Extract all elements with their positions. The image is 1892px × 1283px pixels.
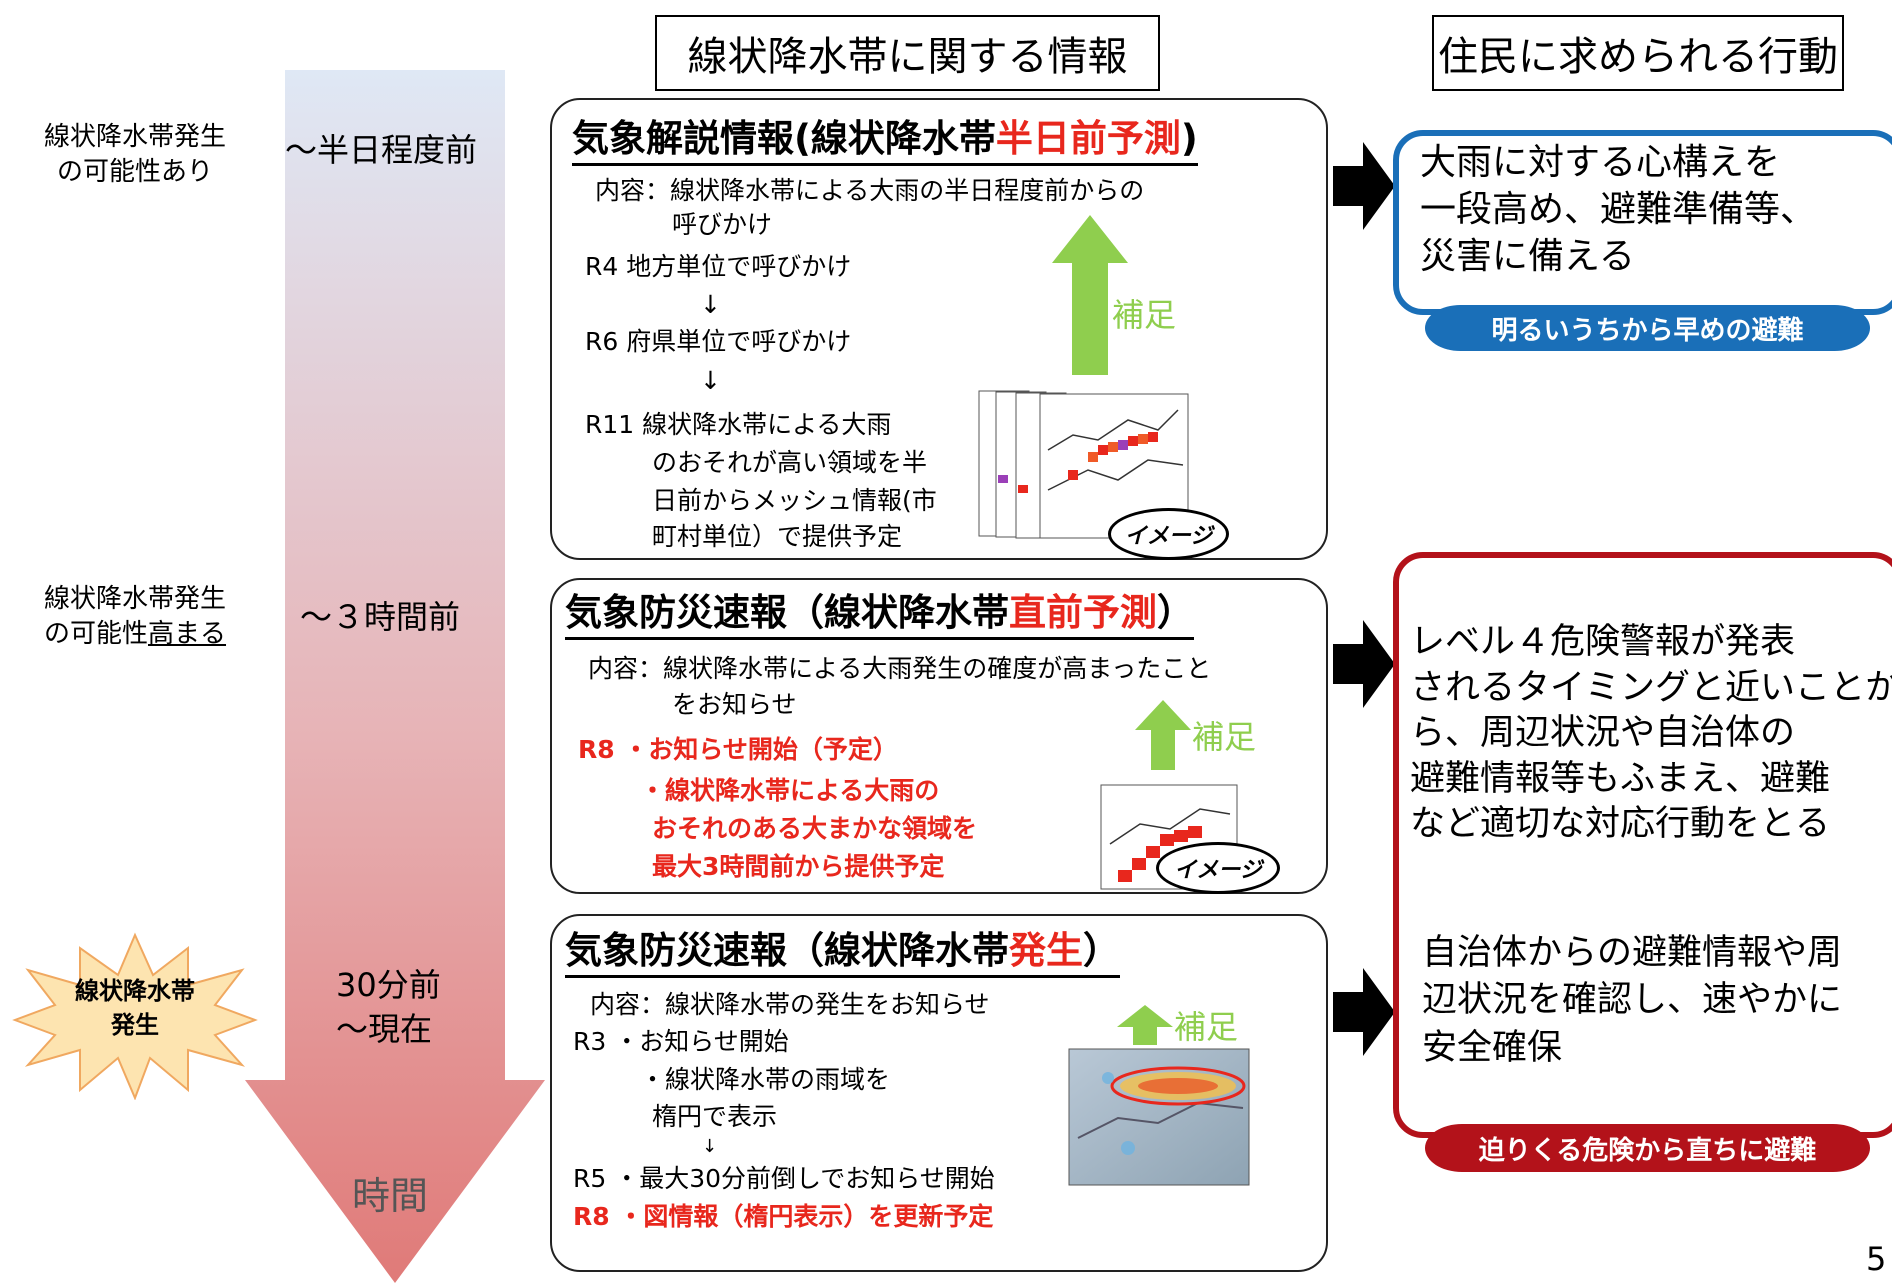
action1-text: 大雨に対する心構えを 一段高め、避難準備等、 災害に備える xyxy=(1420,142,1817,277)
page-number: 5 xyxy=(1866,1240,1887,1278)
right-arrow-icon xyxy=(1333,968,1395,1056)
panel1-r4: R4 地方単位で呼びかけ xyxy=(585,252,852,281)
header-info: 線状降水帯に関する情報 xyxy=(655,15,1160,91)
stage2-label: 線状降水帯発生 の可能性高まる xyxy=(43,584,227,650)
panel2-content: 内容：線状降水帯による大雨発生の確度が高まったこと xyxy=(588,654,1212,683)
time-half-day: ～半日程度前 xyxy=(285,131,478,169)
panel-half-day-forecast xyxy=(550,98,1328,560)
panel1-content-2: 呼びかけ xyxy=(672,210,773,239)
up-arrow-icon xyxy=(1135,700,1191,770)
time-30-min: 30分前 xyxy=(336,966,441,1004)
panel2-title: 気象防災速報（線状降水帯直前予測） xyxy=(565,591,1194,640)
panel1-r6: R6 府県単位で呼びかけ xyxy=(585,327,852,356)
radar-map-image xyxy=(1068,1048,1250,1186)
time-now: ～現在 xyxy=(336,1010,433,1048)
panel1-image-label: イメージ xyxy=(1108,508,1229,560)
action1-banner: 明るいうちから早めの避難 xyxy=(1425,305,1870,351)
panel2-image-label: イメージ xyxy=(1156,842,1280,894)
panel2-r8-2: ・線状降水帯による大雨の xyxy=(640,776,940,805)
panel3-r3: R3 ・お知らせ開始 xyxy=(573,1027,789,1056)
panel3-down-arrow: ↓ xyxy=(702,1136,718,1157)
action3-text: 自治体からの避難情報や周 辺状況を確認し、速やかに 安全確保 xyxy=(1422,933,1843,1068)
panel3-r3-3: 楕円で表示 xyxy=(652,1102,778,1131)
up-arrow-icon xyxy=(1052,215,1128,375)
mesh-map-image xyxy=(978,390,1189,539)
panel1-down-arrow-2: ↓ xyxy=(700,366,721,395)
action3-banner: 迫りくる危険から直ちに避難 xyxy=(1425,1124,1870,1172)
time-3-hours: ～３時間前 xyxy=(300,598,461,636)
panel2-r8: R8 ・お知らせ開始（予定） xyxy=(578,735,898,764)
panel3-r8: R8 ・図情報（楕円表示）を更新予定 xyxy=(573,1202,994,1231)
panel1-content: 内容：線状降水帯による大雨の半日程度前からの xyxy=(595,176,1145,205)
panel1-r11-3: 日前からメッシュ情報(市 xyxy=(652,486,937,515)
right-arrow-icon xyxy=(1333,142,1395,230)
timeline-arrow xyxy=(245,70,545,1283)
up-arrow-icon xyxy=(1117,1005,1173,1045)
panel1-title: 気象解説情報(線状降水帯半日前予測) xyxy=(572,117,1198,166)
right-arrow-icon xyxy=(1333,620,1395,708)
panel2-r8-4: 最大3時間前から提供予定 xyxy=(652,852,945,881)
panel1-r11-4: 町村単位）で提供予定 xyxy=(652,522,903,551)
panel1-r11-2: のおそれが高い領域を半 xyxy=(652,448,928,477)
panel3-content: 内容：線状降水帯の発生をお知らせ xyxy=(590,990,990,1019)
panel1-supplement: 補足 xyxy=(1112,296,1177,334)
panel2-content-2: をお知らせ xyxy=(672,690,797,719)
panel2-r8-3: おそれのある大まかな領域を xyxy=(652,814,978,843)
panel2-supplement: 補足 xyxy=(1192,718,1257,756)
header-action: 住民に求められる行動 xyxy=(1432,15,1844,91)
stage1-label: 線状降水帯発生 の可能性あり xyxy=(43,122,226,188)
burst-label: 線状降水帯 発生 xyxy=(75,977,195,1039)
panel3-r3-2: ・線状降水帯の雨域を xyxy=(640,1065,891,1094)
action2-text: レベル４危険警報が発表 されるタイミングと近いことか ら、周辺状況や自治体の 避… xyxy=(1410,622,1892,844)
panel3-r5: R5 ・最大30分前倒しでお知らせ開始 xyxy=(573,1164,995,1193)
panel3-supplement: 補足 xyxy=(1174,1008,1239,1046)
panel1-down-arrow-1: ↓ xyxy=(700,290,721,319)
panel3-title: 気象防災速報（線状降水帯発生） xyxy=(565,929,1120,978)
panel1-r11: R11 線状降水帯による大雨 xyxy=(585,410,892,439)
time-axis-label: 時間 xyxy=(352,1174,429,1218)
burst-shape xyxy=(12,932,258,1100)
